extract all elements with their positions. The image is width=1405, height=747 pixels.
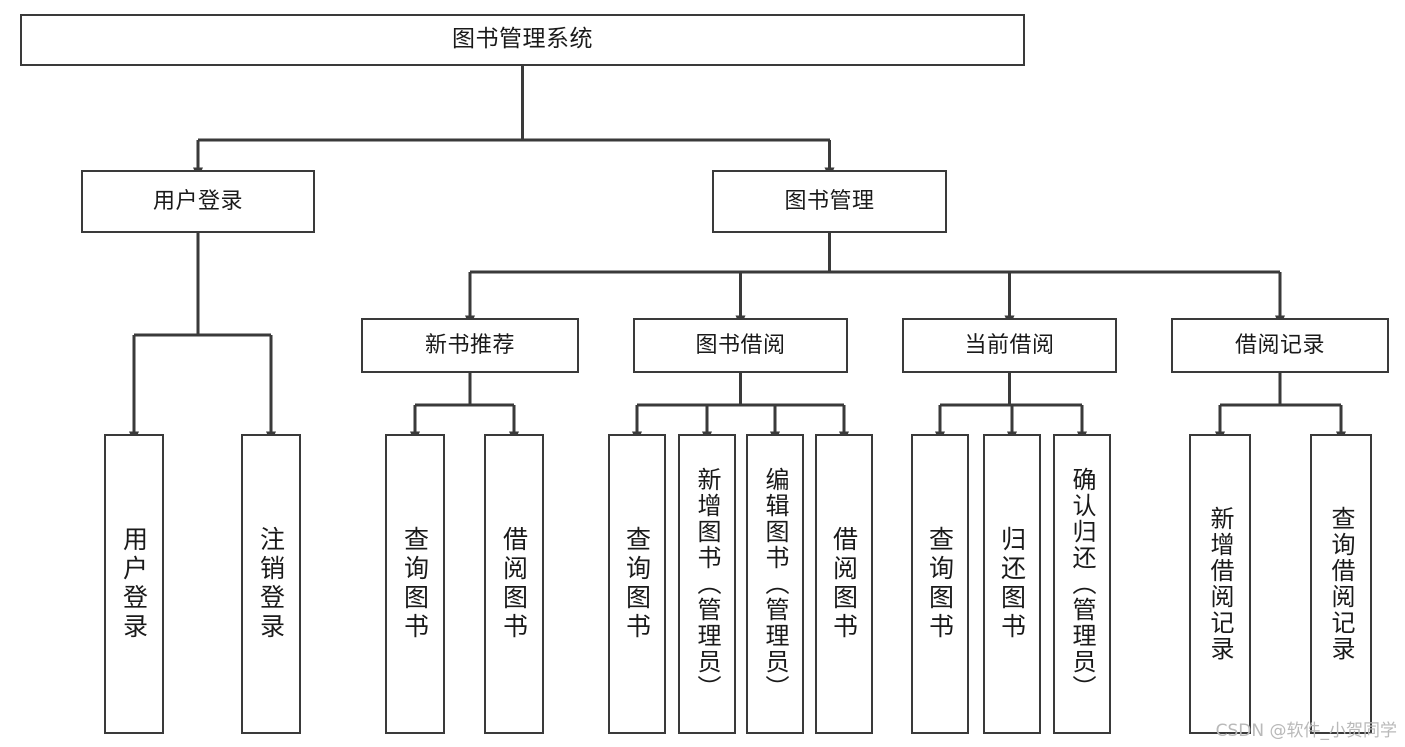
node-root[interactable]: 图书管理系统 [20, 14, 1025, 66]
node-leaf-return-book[interactable]: 归还图书 [983, 434, 1041, 734]
node-label-leaf-query-record: 查询借阅记录 [1327, 506, 1355, 662]
node-leaf-edit-book[interactable]: 编辑图书（管理员） [746, 434, 804, 734]
node-user-login[interactable]: 用户登录 [81, 170, 315, 233]
node-label-leaf-borrow-book-1: 借阅图书 [499, 526, 529, 642]
node-label-leaf-add-record: 新增借阅记录 [1206, 506, 1234, 662]
node-label-user-login: 用户登录 [152, 188, 243, 214]
node-label-leaf-borrow-book-2: 借阅图书 [829, 526, 859, 642]
node-leaf-add-book[interactable]: 新增图书（管理员） [678, 434, 736, 734]
node-label-book-manage: 图书管理 [784, 188, 875, 214]
node-leaf-query-book-3[interactable]: 查询图书 [911, 434, 969, 734]
node-borrow-record[interactable]: 借阅记录 [1171, 318, 1389, 373]
node-label-leaf-query-book-1: 查询图书 [400, 526, 430, 642]
node-label-leaf-query-book-2: 查询图书 [622, 526, 652, 642]
node-leaf-user-login[interactable]: 用户登录 [104, 434, 164, 734]
node-leaf-query-record[interactable]: 查询借阅记录 [1310, 434, 1372, 734]
node-label-leaf-confirm-return: 确认归还（管理员） [1068, 467, 1096, 701]
node-label-current-borrow: 当前借阅 [964, 332, 1055, 358]
node-label-root: 图书管理系统 [452, 26, 593, 53]
node-label-leaf-add-book: 新增图书（管理员） [693, 467, 721, 701]
node-leaf-logout[interactable]: 注销登录 [241, 434, 301, 734]
node-leaf-confirm-return[interactable]: 确认归还（管理员） [1053, 434, 1111, 734]
node-book-manage[interactable]: 图书管理 [712, 170, 947, 233]
node-label-borrow-record: 借阅记录 [1234, 332, 1325, 358]
node-leaf-query-book-1[interactable]: 查询图书 [385, 434, 445, 734]
node-label-leaf-logout: 注销登录 [256, 526, 286, 642]
node-new-book-rec[interactable]: 新书推荐 [361, 318, 579, 373]
node-book-borrow[interactable]: 图书借阅 [633, 318, 848, 373]
node-current-borrow[interactable]: 当前借阅 [902, 318, 1117, 373]
node-label-new-book-rec: 新书推荐 [424, 332, 515, 358]
node-label-leaf-query-book-3: 查询图书 [925, 526, 955, 642]
connector-lines [129, 66, 1346, 443]
node-leaf-borrow-book-1[interactable]: 借阅图书 [484, 434, 544, 734]
node-label-leaf-edit-book: 编辑图书（管理员） [761, 467, 789, 701]
node-label-leaf-return-book: 归还图书 [997, 526, 1027, 642]
node-leaf-add-record[interactable]: 新增借阅记录 [1189, 434, 1251, 734]
node-leaf-borrow-book-2[interactable]: 借阅图书 [815, 434, 873, 734]
node-label-book-borrow: 图书借阅 [695, 332, 786, 358]
node-label-leaf-user-login: 用户登录 [119, 526, 149, 642]
node-leaf-query-book-2[interactable]: 查询图书 [608, 434, 666, 734]
